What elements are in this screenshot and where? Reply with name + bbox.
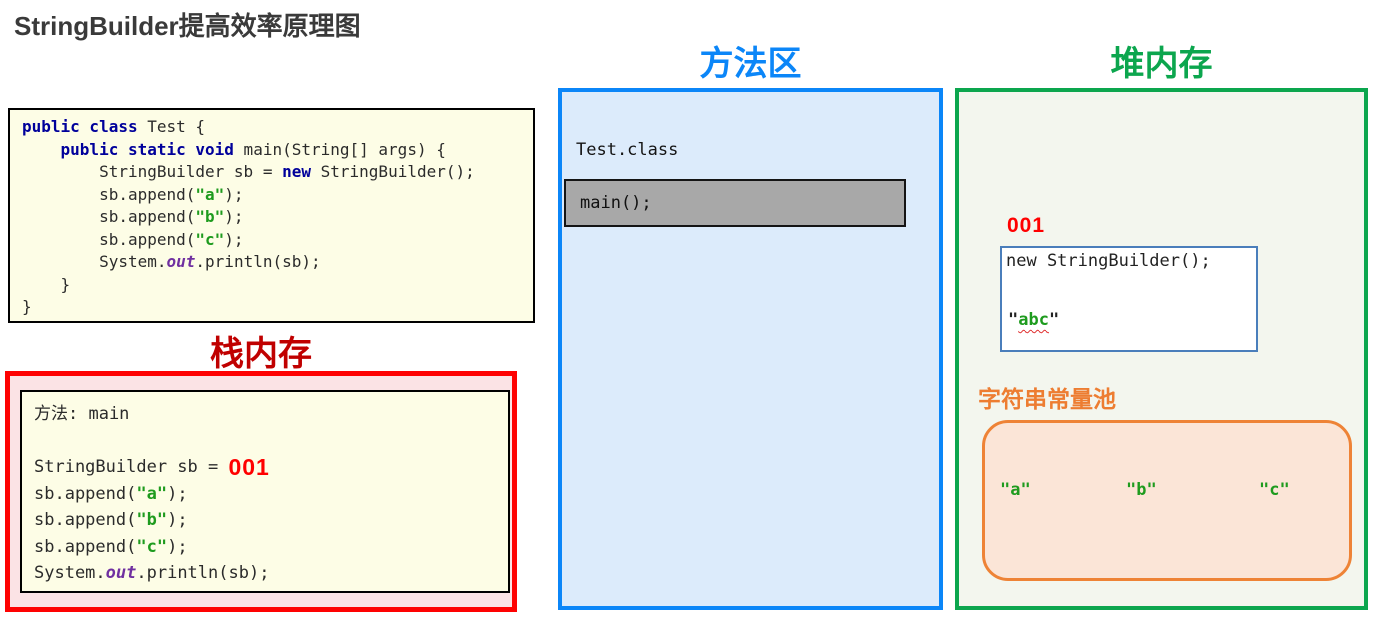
stack-memory-region: 方法: main StringBuilder sb = 001 sb.append… — [5, 371, 517, 612]
code-line: 方法: main — [34, 404, 130, 424]
heap-memory-region: 001 new StringBuilder(); "abc" 字符串常量池 "a… — [955, 88, 1368, 610]
code-line: StringBuilder sb = 001 — [34, 454, 270, 480]
code-line: System.out.println(sb); — [22, 252, 321, 271]
object-value: "abc" — [1008, 310, 1059, 330]
code-line: } — [22, 297, 32, 316]
code-line: sb.append("a"); — [34, 483, 188, 504]
code-line: sb.append("a"); — [22, 184, 244, 204]
method-entry-label: main(); — [580, 193, 652, 213]
pool-string-c: "c" — [1259, 480, 1290, 500]
method-area-label: 方法区 — [699, 45, 802, 83]
string-constant-pool: "a" "b" "c" — [982, 420, 1352, 581]
object-constructor-text: new StringBuilder(); — [1006, 251, 1211, 271]
close-quote: " — [1048, 310, 1060, 330]
class-file-name: Test.class — [576, 140, 679, 160]
method-area-region: Test.class main(); — [558, 88, 943, 610]
code-line: public class Test { — [22, 117, 206, 136]
heap-memory-label: 堆内存 — [1110, 45, 1213, 83]
stack-frame-main: 方法: main StringBuilder sb = 001 sb.append… — [20, 390, 510, 593]
pool-string-b: "b" — [1126, 480, 1157, 500]
stringbuilder-object-box: new StringBuilder(); "abc" — [1000, 246, 1258, 352]
code-line: sb.append("b"); — [22, 207, 244, 226]
code-line: StringBuilder sb = new StringBuilder(); — [22, 162, 475, 181]
source-code-block: public class Test { public static void m… — [8, 108, 535, 323]
code-line: sb.append("b"); — [34, 510, 188, 530]
method-entry-box: main(); — [564, 179, 906, 227]
code-line: public static void main(String[] args) { — [60, 139, 446, 159]
open-quote: " — [1008, 310, 1019, 330]
object-address-label: 001 — [1007, 214, 1046, 237]
page-title: StringBuilder提高效率原理图 — [14, 11, 361, 41]
code-line: } — [22, 274, 71, 294]
string-pool-label: 字符串常量池 — [978, 386, 1116, 412]
code-line: System.out.println(sb); — [34, 563, 270, 583]
stack-memory-label: 栈内存 — [210, 335, 312, 373]
pool-string-a: "a" — [1000, 480, 1031, 500]
code-line: sb.append("c"); — [34, 536, 188, 557]
code-line — [34, 428, 508, 455]
object-value-text: abc — [1018, 310, 1049, 330]
code-line: sb.append("c"); — [22, 229, 244, 249]
